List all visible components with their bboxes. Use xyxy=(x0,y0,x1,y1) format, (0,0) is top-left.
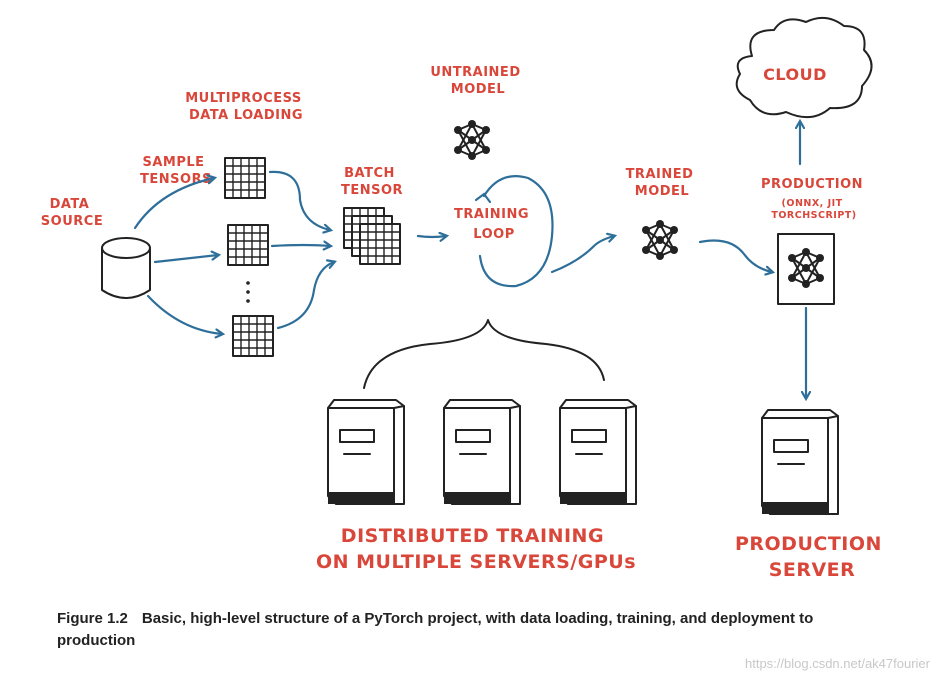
batch-tensor-label: BATCH TENSOR xyxy=(341,166,403,198)
sample-tensor-grid xyxy=(224,157,266,199)
production-server-label: PRODUCTION SERVER xyxy=(735,533,889,581)
cloud-label: CLOUD xyxy=(763,65,827,84)
production-server-icon xyxy=(761,409,839,515)
untrained-model-label: UNTRAINED MODEL xyxy=(430,65,525,97)
production-format-label: (ONNX, JIT TORCHSCRIPT) xyxy=(771,198,856,221)
figure-number: Figure 1.2 xyxy=(57,610,128,627)
brace xyxy=(363,319,605,389)
server-icon xyxy=(443,399,521,505)
production-label: PRODUCTION xyxy=(761,177,863,192)
arrow-tensor-to-batch xyxy=(268,170,330,230)
arrow-batch-to-loop xyxy=(416,236,446,237)
arrow-source-to-tensor xyxy=(153,255,218,264)
trained-model-label: TRAINED MODEL xyxy=(626,167,699,199)
training-loop-label: TRAINING LOOP xyxy=(454,207,534,242)
server-icon xyxy=(327,399,405,505)
caption-text: Basic, high-level structure of a PyTorch… xyxy=(57,610,814,649)
cloud-icon xyxy=(735,16,873,119)
multiprocess-label: MULTIPROCESS DATA LOADING xyxy=(185,91,307,123)
arrow-tensor-to-batch xyxy=(276,262,334,330)
sample-tensor-grid xyxy=(227,224,269,266)
arrow-loop-to-trained xyxy=(550,236,614,274)
watermark: https://blog.csdn.net/ak47fourier xyxy=(744,656,930,671)
trained-model-icon xyxy=(641,219,679,261)
arrow-trained-to-production xyxy=(698,239,772,273)
training-loop-icon xyxy=(474,175,554,288)
arrow-source-to-tensor xyxy=(133,178,214,230)
database-icon xyxy=(101,237,151,299)
distributed-training-label: DISTRIBUTED TRAINING ON MULTIPLE SERVERS… xyxy=(316,525,636,573)
sample-tensor-grid xyxy=(232,315,274,357)
production-model-icon xyxy=(777,233,835,305)
arrow-tensor-to-batch xyxy=(270,245,330,246)
batch-tensor-icon xyxy=(343,207,401,265)
ellipsis-dots xyxy=(246,281,250,303)
arrow-source-to-tensor xyxy=(146,294,222,334)
untrained-model-icon xyxy=(453,119,491,161)
data-source-label: DATA SOURCE xyxy=(41,197,103,229)
server-icon xyxy=(559,399,637,505)
